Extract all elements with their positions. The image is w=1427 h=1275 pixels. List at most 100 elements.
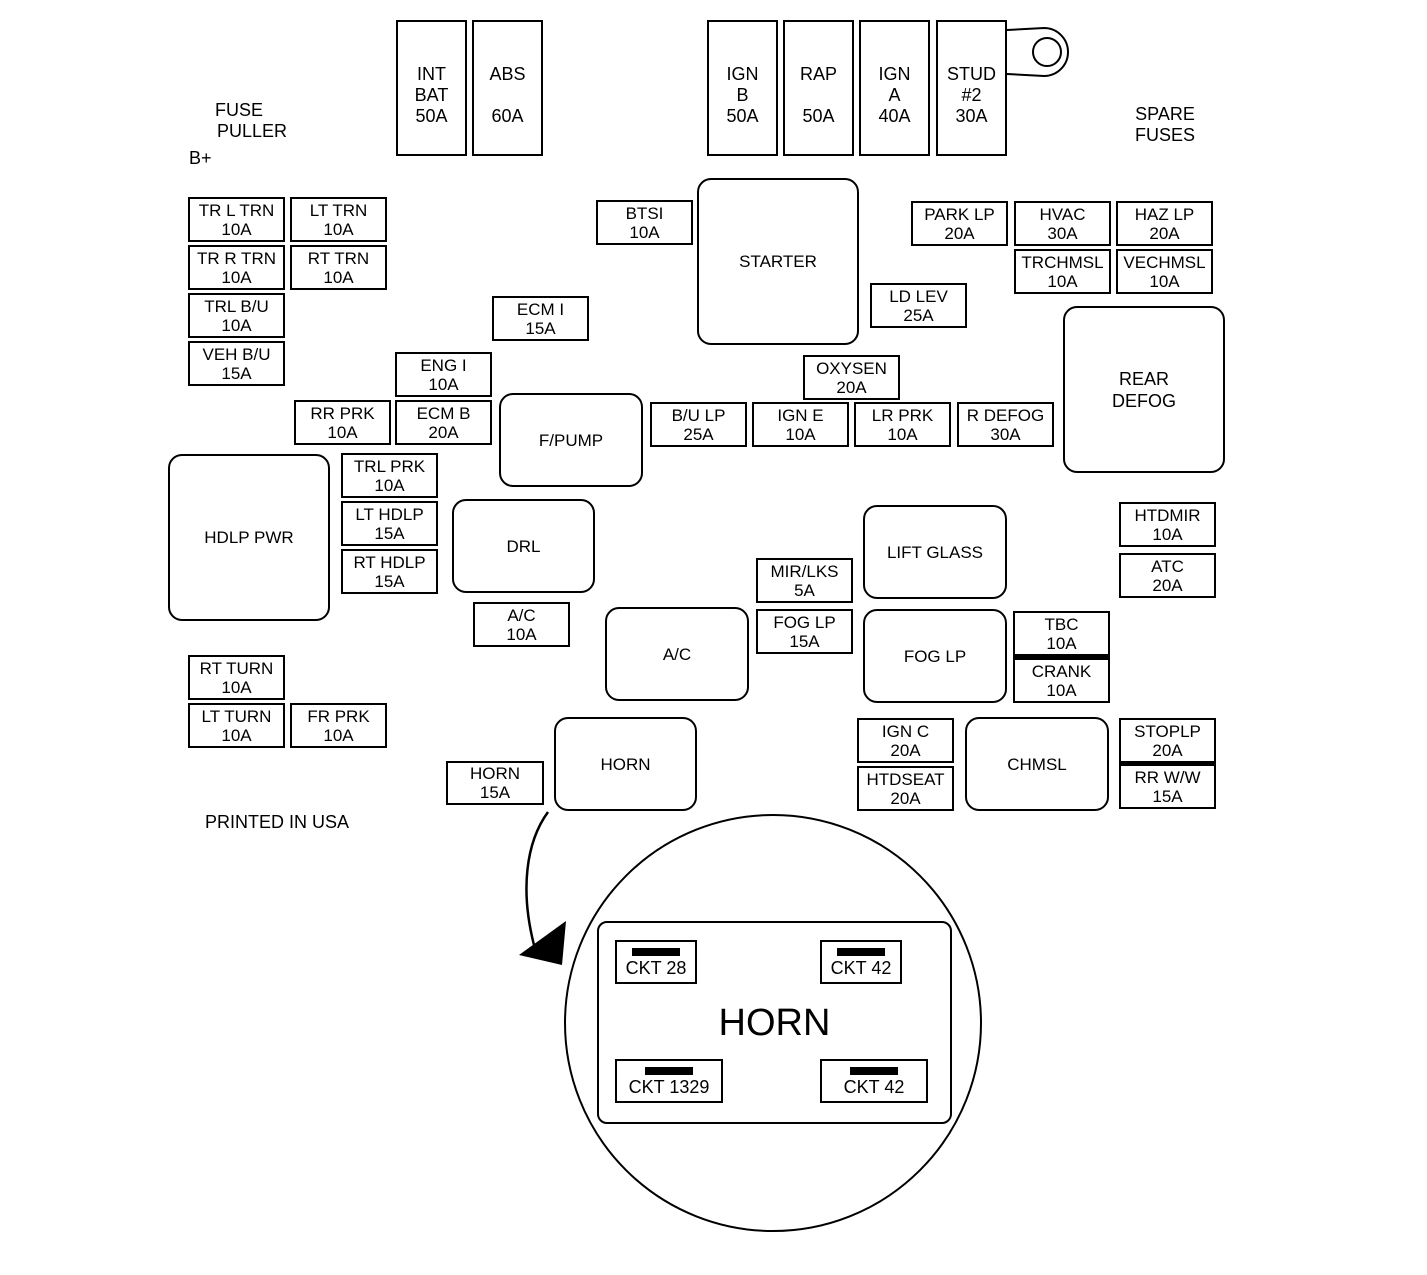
fuse-name: ENG I — [420, 355, 467, 375]
relay-starter: STARTER — [697, 178, 859, 345]
fuse-rating: 10A — [428, 374, 459, 394]
fuse-rating: 20A — [1149, 223, 1180, 243]
relay-chmsl: CHMSL — [965, 717, 1109, 811]
maxi-fuse-line: #2 — [961, 85, 982, 105]
fuse-name: HORN — [469, 764, 521, 783]
fuse-name: TR L TRN — [198, 200, 275, 220]
fuse-name: STOPLP — [1134, 721, 1201, 741]
spare-fuses-line-2: FUSES — [1135, 125, 1196, 145]
maxi-fuse-ign-a: IGN A 40A — [859, 20, 930, 156]
relay-label: A/C — [662, 644, 692, 664]
maxi-fuse-rap: RAP 50A — [783, 20, 854, 156]
relay-label: FOG LP — [903, 646, 967, 666]
relay-a-c: A/C — [605, 607, 749, 701]
fuse-rating: 10A — [221, 725, 252, 745]
relay-fog-lp: FOG LP — [863, 609, 1007, 703]
fuse-rating: 20A — [428, 422, 459, 442]
fuse-rating: 15A — [374, 571, 405, 591]
maxi-fuse-line: INT — [417, 64, 446, 84]
fuse-rating: 10A — [221, 677, 252, 697]
maxi-fuse-line: 50A — [415, 106, 448, 126]
fuse-puller-line-2: PULLER — [217, 121, 288, 141]
fuse-name: B/U LP — [671, 405, 726, 425]
fuse-name: ATC — [1151, 556, 1184, 576]
fuse-name: BTSI — [625, 203, 664, 223]
maxi-fuse-line: B — [736, 85, 749, 105]
relay-label: HDLP PWR — [204, 528, 294, 547]
fuse-name: FR PRK — [307, 706, 370, 726]
maxi-fuse-stud-2: STUD #2 30A — [936, 20, 1007, 156]
terminal-ckt-1329: CKT 1329 — [615, 1059, 723, 1103]
fuse-name: ECM B — [416, 403, 471, 423]
maxi-fuse-line: 30A — [955, 106, 988, 126]
fuse-name: TRCHMSL — [1021, 252, 1104, 272]
fuse-rating: 25A — [903, 305, 934, 325]
relay-label: HORN — [600, 754, 651, 774]
battery-positive-label: B+ — [189, 148, 212, 168]
fuse-rating: 10A — [1149, 271, 1180, 291]
magnify-arrow-icon — [525, 811, 550, 946]
fuse-rating: 10A — [1046, 633, 1077, 653]
printed-in-usa-label: PRINTED IN USA — [205, 812, 350, 832]
fuse-puller-label: FUSE PULLER — [215, 100, 287, 142]
relay-label: F/PUMP — [538, 430, 604, 450]
maxi-fuse-line: 60A — [491, 106, 524, 126]
maxi-fuse-int-bat: INT BAT 50A — [396, 20, 467, 156]
terminal-blade-icon — [837, 948, 885, 956]
fuse-rating: 30A — [1047, 223, 1078, 243]
fuse-name: CRANK — [1031, 661, 1092, 681]
fuse-rating: 10A — [323, 725, 354, 745]
fuse-name: RT TURN — [199, 658, 274, 678]
fuse-name: TR R TRN — [196, 248, 276, 268]
fuse-rating: 15A — [789, 631, 820, 651]
fuse-rating: 10A — [785, 424, 816, 444]
fuse-name: RT TRN — [307, 248, 370, 268]
fuse-name: HTDMIR — [1134, 505, 1201, 525]
fuse-rating: 20A — [836, 377, 867, 397]
fuse-rating: 10A — [1046, 680, 1077, 700]
fuse-rating: 20A — [890, 788, 921, 808]
maxi-fuse-line: IGN — [726, 64, 759, 84]
fuse-name: VECHMSL — [1123, 252, 1206, 272]
fuse-name: LR PRK — [871, 405, 934, 425]
terminal-ckt-42-top: CKT 42 — [820, 940, 902, 984]
fuse-rating: 15A — [479, 783, 511, 802]
relay-lift-glass: LIFT GLASS — [863, 505, 1007, 599]
fuse-name: ECM I — [516, 299, 565, 319]
fuse-name: LT HDLP — [355, 504, 424, 524]
relay-horn: HORN — [554, 717, 697, 811]
spare-fuses-line-1: SPARE — [1135, 104, 1195, 124]
stud-terminal-icon — [1006, 26, 1069, 78]
fuse-rating: 10A — [327, 422, 358, 442]
fuse-name: HTDSEAT — [866, 769, 945, 789]
fuse-rating: 5A — [794, 580, 815, 600]
fuse-name: IGN C — [881, 721, 930, 741]
fuse-separator-bar — [1119, 761, 1216, 766]
maxi-fuse-line: 50A — [802, 106, 835, 126]
fuse-rating: 30A — [990, 424, 1021, 444]
fuse-name: RR W/W — [1134, 767, 1201, 787]
fuse-separator-bar — [1013, 654, 1110, 659]
